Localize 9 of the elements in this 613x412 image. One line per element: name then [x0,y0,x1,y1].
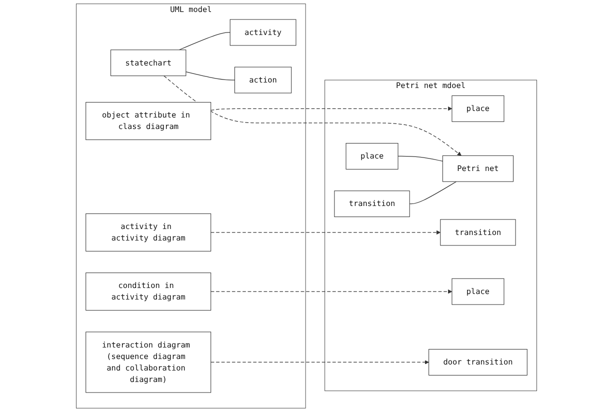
arrow [210,106,452,111]
arrow [210,289,452,294]
arrow [210,230,441,235]
arrow [164,76,462,156]
connector [186,72,236,80]
connector [178,32,230,50]
arrow [210,360,430,364]
connector [409,181,457,204]
connector [398,156,444,162]
